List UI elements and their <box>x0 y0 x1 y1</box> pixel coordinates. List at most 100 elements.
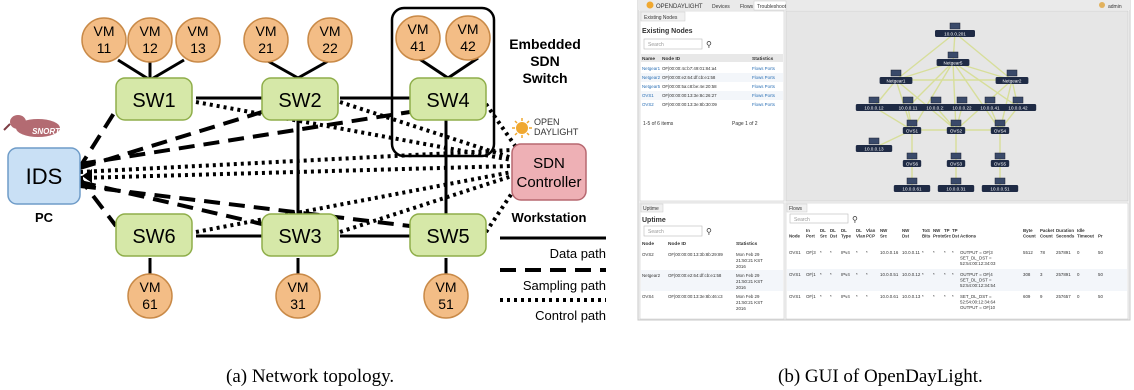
host-icon[interactable] <box>902 96 914 104</box>
table-cell[interactable]: Flows Ports <box>752 84 776 89</box>
column-header[interactable]: Idle <box>1077 228 1085 233</box>
column-header[interactable]: TP <box>952 228 958 233</box>
topology-node-badge[interactable] <box>946 127 966 134</box>
topology-node-badge[interactable] <box>936 59 970 66</box>
topology-node-badge[interactable] <box>981 185 1019 192</box>
column-header[interactable]: Src <box>880 234 888 239</box>
column-header[interactable]: Vlan <box>866 228 876 233</box>
host-icon[interactable] <box>906 177 918 185</box>
host-icon[interactable] <box>994 119 1006 127</box>
topology-node-badge[interactable] <box>990 127 1010 134</box>
topology-node-badge[interactable] <box>879 77 913 84</box>
existing-nodes-tab[interactable]: Existing Nodes <box>644 15 678 21</box>
host-icon[interactable] <box>949 22 961 30</box>
column-header[interactable]: NW <box>902 228 910 233</box>
host-icon[interactable] <box>984 96 996 104</box>
host-icon[interactable] <box>1006 69 1018 77</box>
column-header[interactable]: Node ID <box>668 241 687 247</box>
host-icon[interactable] <box>994 152 1006 160</box>
column-header[interactable]: Name <box>642 56 655 62</box>
column-header[interactable]: Dst <box>830 234 838 239</box>
table-cell[interactable]: Flows Ports <box>752 66 776 71</box>
search-icon[interactable]: ⚲ <box>706 227 712 236</box>
column-header[interactable]: DL <box>820 228 826 233</box>
column-header[interactable]: Node <box>789 234 801 239</box>
existing-nodes-pager[interactable]: Page 1 of 2 <box>732 121 758 127</box>
host-icon[interactable] <box>868 137 880 145</box>
topology-node-badge[interactable] <box>990 160 1010 167</box>
tab-troubleshoot[interactable]: Troubleshoot <box>757 4 787 10</box>
topology-node-badge[interactable] <box>935 30 975 37</box>
topology-node-badge[interactable] <box>946 160 966 167</box>
topology-node-badge[interactable] <box>893 185 931 192</box>
column-header[interactable]: Bits <box>922 234 931 239</box>
column-header[interactable]: Duration <box>1056 228 1074 233</box>
topology-node-badge[interactable] <box>902 127 922 134</box>
column-header[interactable]: Timeout <box>1077 234 1095 239</box>
column-header[interactable]: PCP <box>866 234 875 239</box>
search-icon[interactable]: ⚲ <box>706 40 712 49</box>
host-icon[interactable] <box>906 119 918 127</box>
column-header[interactable]: Actions <box>960 234 977 239</box>
flows-search-input[interactable] <box>789 213 849 224</box>
column-header[interactable]: Node <box>642 241 654 247</box>
column-header[interactable]: In <box>806 228 810 233</box>
table-cell[interactable]: OVS1 <box>642 93 654 98</box>
column-header[interactable]: Dst <box>902 234 910 239</box>
table-cell[interactable]: Flows Ports <box>752 93 776 98</box>
host-icon[interactable] <box>930 96 942 104</box>
topology-node-badge[interactable] <box>902 160 922 167</box>
column-header[interactable]: Pr <box>1098 234 1103 239</box>
host-icon[interactable] <box>868 96 880 104</box>
table-cell[interactable]: Netgear1 <box>642 66 661 71</box>
topology-node-badge[interactable] <box>995 77 1029 84</box>
column-header[interactable]: Count <box>1040 234 1053 239</box>
column-header[interactable]: Node ID <box>662 56 681 62</box>
column-header[interactable]: DL <box>841 228 847 233</box>
host-icon[interactable] <box>950 152 962 160</box>
topology-node-badge[interactable] <box>855 145 893 152</box>
table-cell[interactable]: Flows Ports <box>752 102 776 107</box>
column-header[interactable]: Count <box>1023 234 1036 239</box>
topology-node-badge[interactable] <box>937 185 975 192</box>
column-header[interactable]: Proto <box>933 234 945 239</box>
table-cell[interactable]: Netgear5 <box>642 84 661 89</box>
host-icon[interactable] <box>994 177 1006 185</box>
table-cell[interactable]: Netgear2 <box>642 75 661 80</box>
host-icon[interactable] <box>1012 96 1024 104</box>
search-icon[interactable]: ⚲ <box>852 215 858 224</box>
topology-node-badge[interactable] <box>971 104 1009 111</box>
column-header[interactable]: Port <box>806 234 815 239</box>
column-header[interactable]: ToS <box>922 228 930 233</box>
user-menu[interactable]: admin <box>1108 4 1122 10</box>
tab-flows[interactable]: Flows <box>740 4 754 10</box>
column-header[interactable]: Src <box>944 234 952 239</box>
column-header[interactable]: Statistics <box>752 56 774 62</box>
host-icon[interactable] <box>906 152 918 160</box>
column-header[interactable]: DL <box>856 228 862 233</box>
host-icon[interactable] <box>947 51 959 59</box>
column-header[interactable]: Type <box>841 234 851 239</box>
flows-tab[interactable]: Flows <box>789 206 803 212</box>
column-header[interactable]: Statistics <box>736 241 758 247</box>
topology-node-badge[interactable] <box>999 104 1037 111</box>
existing-nodes-search-input[interactable] <box>643 38 703 50</box>
column-header[interactable]: Dst <box>952 234 960 239</box>
host-icon[interactable] <box>956 96 968 104</box>
column-header[interactable]: NW <box>933 228 941 233</box>
topology-node-badge[interactable] <box>855 104 893 111</box>
column-header[interactable]: Byte <box>1023 228 1033 233</box>
column-header[interactable]: Vlan <box>856 234 866 239</box>
host-icon[interactable] <box>890 69 902 77</box>
tab-devices[interactable]: Devices <box>712 4 730 10</box>
host-icon[interactable] <box>950 119 962 127</box>
column-header[interactable]: NW <box>880 228 888 233</box>
topology-node-badge[interactable] <box>943 104 981 111</box>
column-header[interactable]: DL <box>830 228 836 233</box>
column-header[interactable]: Seconds <box>1056 234 1075 239</box>
uptime-tab[interactable]: Uptime <box>643 206 659 212</box>
column-header[interactable]: Packet <box>1040 228 1055 233</box>
column-header[interactable]: Src <box>820 234 828 239</box>
topology-node-badge[interactable] <box>889 104 927 111</box>
uptime-search-input[interactable] <box>643 225 703 237</box>
